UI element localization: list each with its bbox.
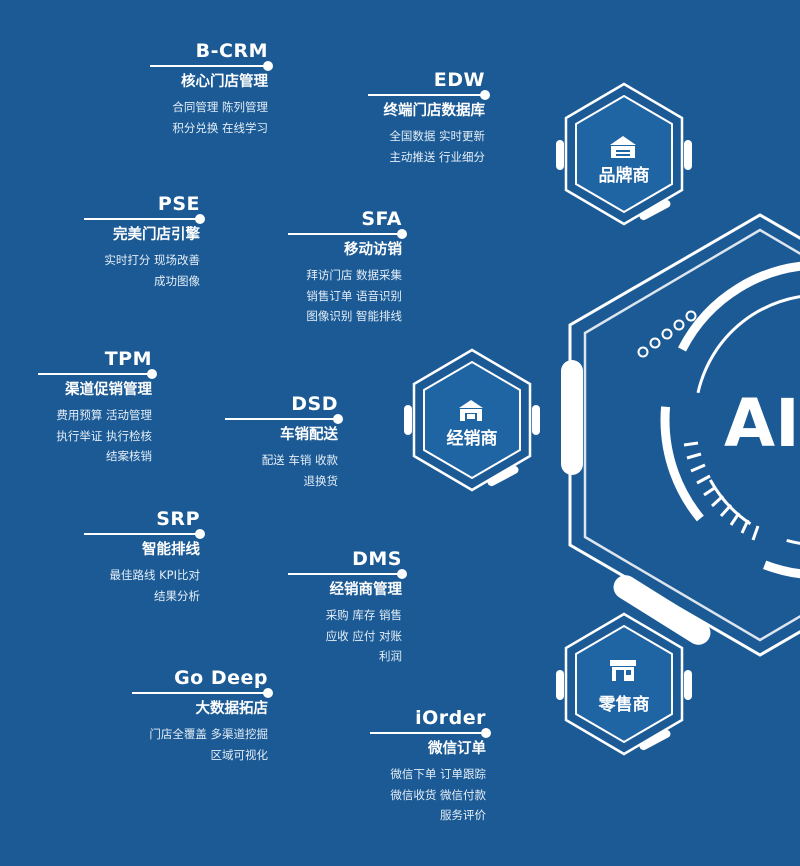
module-code: DMS: [352, 548, 402, 570]
ai-tick-marks: [683, 441, 760, 541]
module-connector: [150, 61, 273, 71]
connector-dot-icon: [263, 61, 273, 71]
module-connector: [225, 414, 343, 424]
module-subtitle: 经销商管理: [329, 582, 403, 598]
module-feature-line: 结果分析: [154, 588, 200, 603]
module-dsd: DSD 车销配送 配送 车销 收款 退换货: [225, 393, 343, 491]
module-connector: [132, 688, 273, 698]
module-feature-line: 执行举证 执行检核: [56, 428, 152, 443]
module-connector: [288, 569, 407, 579]
distributor-hub-label: 经销商: [447, 428, 498, 449]
connector-dot-icon: [481, 728, 491, 738]
module-feature-line: 费用预算 活动管理: [56, 408, 152, 422]
module-feature-line: 结案核销: [106, 449, 152, 463]
module-code: TPM: [104, 348, 152, 370]
module-feature-line: 图像识别 智能排线: [306, 309, 402, 323]
module-code: B-CRM: [195, 40, 268, 62]
module-connector: [370, 728, 491, 738]
module-sfa: SFA 移动访销 拜访门店 数据采集 销售订单 语音识别 图像识别 智能排线: [288, 208, 407, 327]
module-feature-line: 微信收货 微信付款: [390, 787, 486, 802]
module-feature-line: 销售订单 语音识别: [306, 288, 402, 303]
module-feature-line: 最佳路线 KPI比对: [109, 568, 200, 582]
connector-dot-icon: [195, 214, 205, 224]
ai-dots: [637, 310, 697, 358]
module-subtitle: 渠道促销管理: [65, 382, 152, 398]
module-iorder: iOrder 微信订单 微信下单 订单跟踪 微信收货 微信付款 服务评价: [370, 707, 491, 826]
module-subtitle: 移动访销: [344, 242, 402, 258]
module-feature-line: 配送 车销 收款: [261, 453, 338, 467]
module-feature-line: 全国数据 实时更新: [389, 129, 485, 143]
module-feature-line: 门店全覆盖 多渠道挖掘: [149, 727, 268, 741]
retailer-hub: 零售商: [556, 612, 692, 756]
module-subtitle: 大数据拓店: [195, 701, 269, 717]
module-feature-line: 实时打分 现场改善: [104, 253, 200, 267]
distributor-hub: 经销商: [404, 348, 540, 492]
module-feature-line: 成功图像: [154, 273, 200, 288]
module-feature-line: 区域可视化: [210, 747, 269, 762]
connector-pill-bottom: [613, 575, 711, 645]
module-code: EDW: [433, 69, 485, 91]
ai-core: AI: [561, 213, 800, 657]
module-subtitle: 微信订单: [428, 741, 486, 757]
module-connector: [84, 529, 205, 539]
module-godeep: Go Deep 大数据拓店 门店全覆盖 多渠道挖掘 区域可视化: [132, 667, 273, 765]
ai-label: AI: [724, 385, 800, 462]
module-connector: [288, 229, 407, 239]
connector-dot-icon: [397, 229, 407, 239]
connector-dot-icon: [195, 529, 205, 539]
module-feature-line: 拜访门店 数据采集: [306, 268, 402, 282]
storefront-icon: [610, 660, 636, 681]
connector-dot-icon: [263, 688, 273, 698]
module-feature-line: 积分兑换 在线学习: [172, 120, 268, 135]
module-connector: [368, 90, 490, 100]
module-subtitle: 终端门店数据库: [383, 103, 486, 119]
module-dms: DMS 经销商管理 采购 库存 销售 应收 应付 对账 利润: [288, 548, 407, 667]
connector-dot-icon: [147, 369, 157, 379]
brand-hub-label: 品牌商: [599, 165, 650, 186]
connector-dot-icon: [333, 414, 343, 424]
module-connector: [84, 214, 205, 224]
module-edw: EDW 终端门店数据库 全国数据 实时更新 主动推送 行业细分: [368, 69, 490, 167]
module-feature-line: 利润: [379, 649, 402, 663]
retailer-hub-label: 零售商: [598, 694, 650, 715]
brand-hub: 品牌商: [556, 82, 692, 226]
connector-dot-icon: [397, 569, 407, 579]
module-feature-line: 合同管理 陈列管理: [172, 100, 268, 114]
module-feature-line: 应收 应付 对账: [325, 628, 402, 643]
connector-dot-icon: [480, 90, 490, 100]
module-subtitle: 核心门店管理: [181, 74, 268, 90]
module-feature-line: 服务评价: [440, 808, 486, 822]
module-code: DSD: [291, 393, 338, 415]
module-pse: PSE 完美门店引擎 实时打分 现场改善 成功图像: [84, 193, 205, 291]
module-code: iOrder: [415, 707, 486, 729]
module-bcrm: B-CRM 核心门店管理 合同管理 陈列管理 积分兑换 在线学习: [150, 40, 273, 138]
module-feature-line: 采购 库存 销售: [325, 608, 402, 622]
module-subtitle: 智能排线: [142, 542, 200, 558]
warehouse-icon: [610, 136, 636, 158]
module-connector: [38, 369, 157, 379]
module-tpm: TPM 渠道促销管理 费用预算 活动管理 执行举证 执行检核 结案核销: [38, 348, 157, 467]
module-code: PSE: [157, 193, 200, 215]
module-subtitle: 完美门店引擎: [113, 227, 200, 243]
module-subtitle: 车销配送: [280, 427, 338, 443]
connector-pill-left: [561, 360, 583, 475]
truck-garage-icon: [459, 400, 483, 421]
module-feature-line: 退换货: [303, 473, 339, 488]
module-code: SRP: [156, 508, 200, 530]
module-feature-line: 主动推送 行业细分: [389, 149, 485, 164]
module-feature-line: 微信下单 订单跟踪: [390, 767, 486, 781]
module-code: Go Deep: [174, 667, 268, 689]
module-code: SFA: [361, 208, 402, 230]
module-srp: SRP 智能排线 最佳路线 KPI比对 结果分析: [84, 508, 205, 606]
